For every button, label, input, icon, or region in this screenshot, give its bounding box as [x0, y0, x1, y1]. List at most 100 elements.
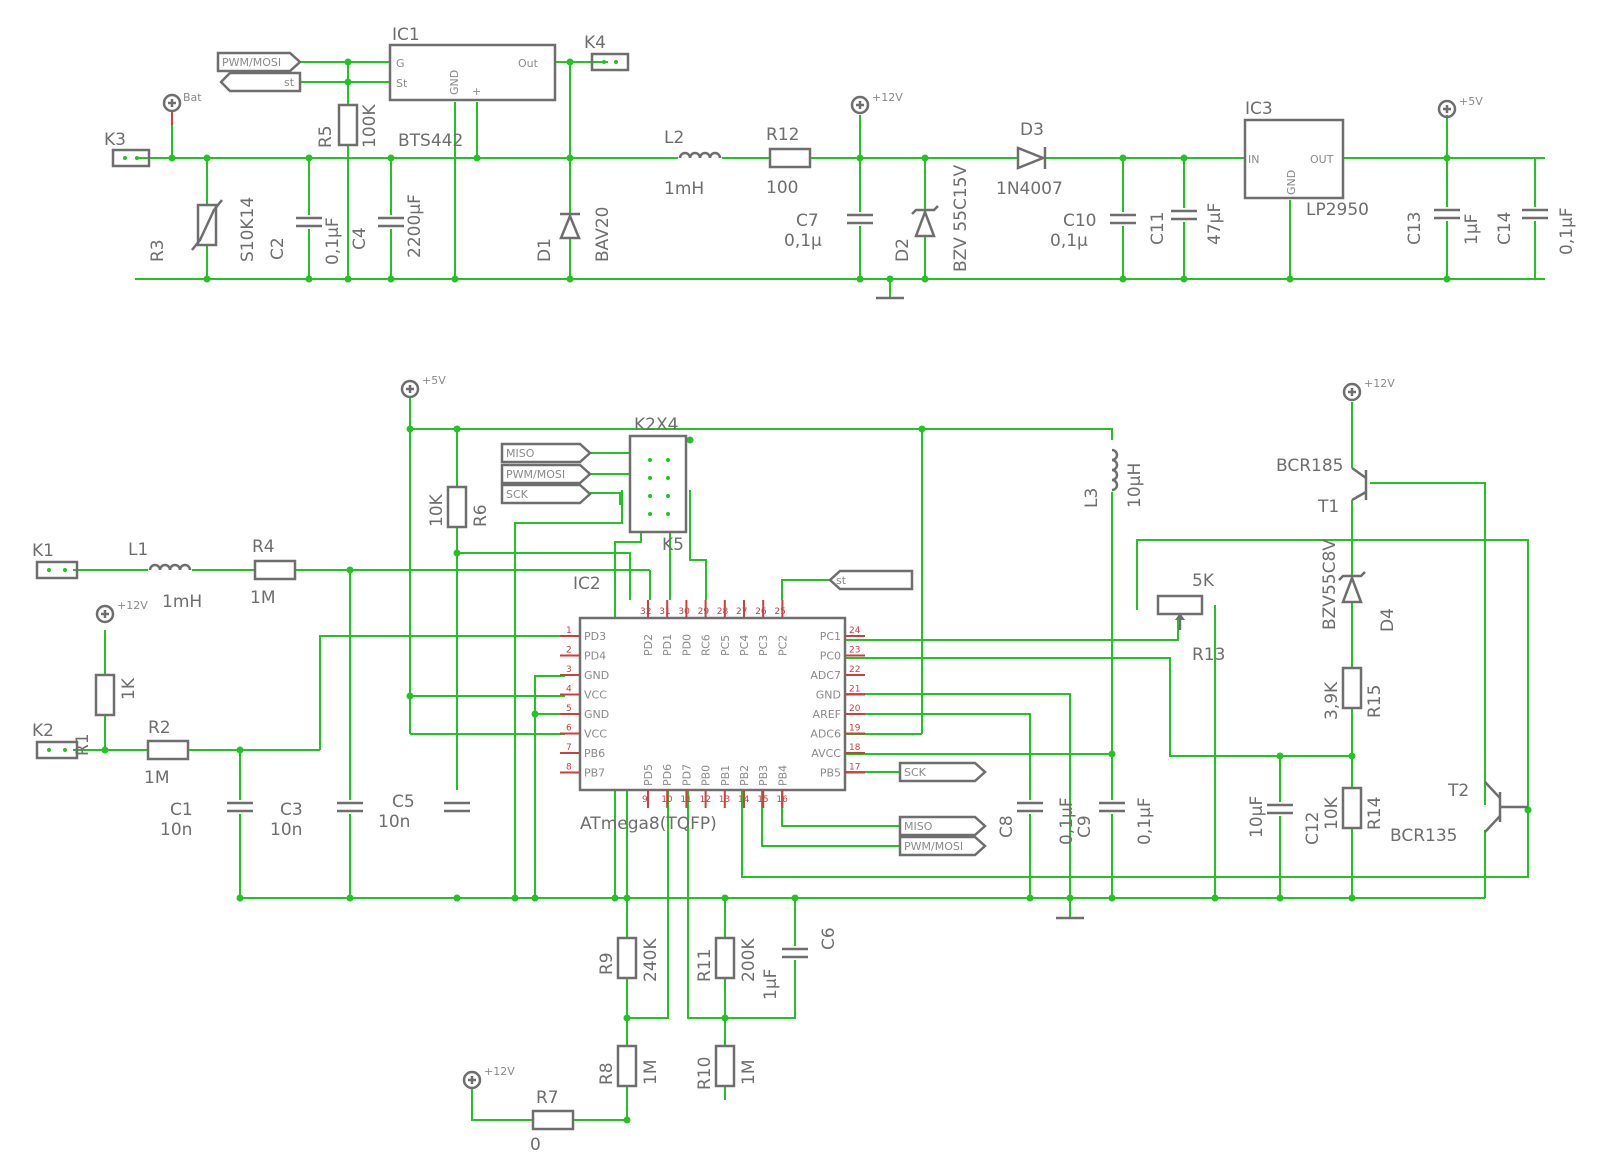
- v12-supply-right: +12V: [1342, 377, 1395, 402]
- ic2-bottom-pin-label: PB3: [757, 765, 770, 786]
- c12-capacitor: 10µF C12: [1247, 796, 1323, 845]
- k2-label: K2: [32, 721, 54, 741]
- c12-value: 10µF: [1247, 796, 1267, 838]
- ic1-name: IC1: [392, 25, 420, 45]
- net-sck-k2x4: SCK: [506, 488, 529, 501]
- ic3-pin-gnd: GND: [1285, 170, 1298, 195]
- ic2-right-pin-label: PB5: [820, 767, 841, 780]
- r3-value: S10K14: [238, 197, 258, 262]
- d3-name: D3: [1020, 120, 1044, 140]
- ic2-left-pin-number: 1: [566, 626, 572, 636]
- upper-junctions: [168, 58, 1451, 283]
- ic2-left-pin-number: 6: [566, 724, 572, 734]
- c11-capacitor: C11 47µF: [1148, 203, 1225, 245]
- ic2-right-pin-label: ADC6: [810, 728, 841, 741]
- r10-name: R10: [695, 1057, 715, 1090]
- t2-name: T2: [1447, 781, 1469, 801]
- r13-name: R13: [1192, 645, 1225, 665]
- ic3-pin-in: IN: [1248, 153, 1259, 166]
- c4-name: C4: [350, 227, 370, 250]
- v12-label-bottom: +12V: [484, 1065, 515, 1078]
- ic2-top-pin-label: PC4: [738, 635, 751, 656]
- ic3-pin-out: OUT: [1310, 153, 1334, 166]
- ic2-bottom-pin-label: PD5: [642, 764, 655, 786]
- r15-resistor: 3,9K R15: [1322, 666, 1385, 720]
- c5-value: 10n: [378, 812, 410, 832]
- r11-name: R11: [695, 949, 715, 982]
- ic2-name: IC2: [573, 574, 601, 594]
- ic1-pin-plus: +: [472, 85, 481, 98]
- c11-value: 47µF: [1205, 203, 1225, 245]
- ic2-right-pin-number: 23: [849, 646, 860, 656]
- d3-value: 1N4007: [996, 179, 1063, 199]
- r13-value: 5K: [1192, 571, 1215, 591]
- c8-value: 0,1µF: [1057, 797, 1077, 845]
- upper-net-flags: PWM/MOSI st: [216, 51, 302, 93]
- r2-value: 1M: [144, 768, 169, 788]
- ic2-top-pin-label: PD1: [661, 634, 674, 656]
- k4-label: K4: [584, 33, 606, 53]
- r4-name: R4: [252, 537, 275, 557]
- ic2-right-pin-number: 21: [849, 685, 860, 695]
- ic1-pin-gnd: GND: [448, 70, 461, 95]
- ic2-left-pin-label: GND: [584, 708, 609, 721]
- t1-name: T1: [1317, 497, 1339, 517]
- ic2-right-pin-label: ADC7: [810, 669, 841, 682]
- ic1-pin-out: Out: [518, 57, 539, 70]
- c3-name: C3: [280, 800, 303, 820]
- ic2-top-pin-label: PC5: [719, 635, 732, 656]
- ic2-left-pin-label: PD4: [584, 650, 606, 663]
- c8-capacitor: C8 0,1µF: [997, 797, 1077, 845]
- r12-name: R12: [766, 125, 799, 145]
- ic2-bottom-pin-label: PB4: [776, 765, 789, 786]
- v5-label-lower: +5V: [422, 374, 446, 387]
- r7-name: R7: [536, 1088, 559, 1108]
- c8-name: C8: [997, 815, 1017, 838]
- r7-value: 0: [530, 1135, 541, 1154]
- r3-varistor: R3 S10K14: [148, 197, 258, 262]
- c9-name: C9: [1075, 815, 1095, 838]
- ic2-left-pin-number: 5: [566, 704, 572, 714]
- ic2-left-pin-label: PB6: [584, 747, 605, 760]
- ic2-top-pin-number: 32: [640, 607, 651, 617]
- r8-value: 1M: [641, 1060, 661, 1085]
- net-miso-pb4: MISO: [904, 820, 933, 833]
- c2-name: C2: [268, 237, 288, 260]
- ic2-right-pin-number: 18: [849, 743, 861, 753]
- c5-name: C5: [392, 792, 415, 812]
- ic2-left-pin-number: 8: [566, 763, 572, 773]
- c1-capacitor: C1 10n: [160, 800, 253, 840]
- c9-value: 0,1µF: [1135, 797, 1155, 845]
- d4-name: D4: [1378, 608, 1398, 632]
- ic2-bottom-pin-label: PD6: [661, 764, 674, 786]
- c5-capacitor: C5 10n: [378, 792, 470, 832]
- l2-name: L2: [664, 128, 684, 148]
- net-pwm-mosi-k2x4: PWM/MOSI: [506, 468, 565, 481]
- ic2-right-pin-label: PC1: [820, 630, 841, 643]
- c13-name: C13: [1405, 211, 1425, 245]
- r5-resistor: R5 100K: [316, 104, 380, 148]
- v12-supply-top: +12V: [850, 91, 903, 115]
- c11-name: C11: [1148, 211, 1168, 245]
- k1-connector: K1: [32, 541, 79, 580]
- c14-name: C14: [1495, 211, 1515, 245]
- ic2-top-pin-number: 27: [736, 607, 747, 617]
- net-pwm-mosi-pb3: PWM/MOSI: [904, 840, 963, 853]
- r12-resistor: R12 100: [766, 125, 812, 198]
- net-st-lower: st: [836, 574, 847, 587]
- ic2-bottom-pin-number: 14: [738, 795, 750, 805]
- r10-value: 1M: [739, 1060, 759, 1085]
- ic2-left-pin-number: 3: [566, 665, 572, 675]
- ic2-left-pin-label: GND: [584, 669, 609, 682]
- ic2-bottom-pin-label: PD7: [680, 764, 693, 786]
- ic2-bottom-pin-label: PB0: [700, 765, 713, 786]
- v5-label-top: +5V: [1459, 95, 1483, 108]
- v12-label-right: +12V: [1364, 377, 1395, 390]
- ic2-bottom-pin-label: PB2: [738, 765, 751, 786]
- k2x4-name: K2X4: [634, 415, 678, 435]
- c7-name: C7: [796, 211, 819, 231]
- ic2-top-pin-label: PC3: [757, 635, 770, 656]
- r14-value: 10K: [1322, 796, 1342, 830]
- r5-value: 100K: [360, 104, 380, 148]
- ic1-part: BTS442: [398, 131, 463, 151]
